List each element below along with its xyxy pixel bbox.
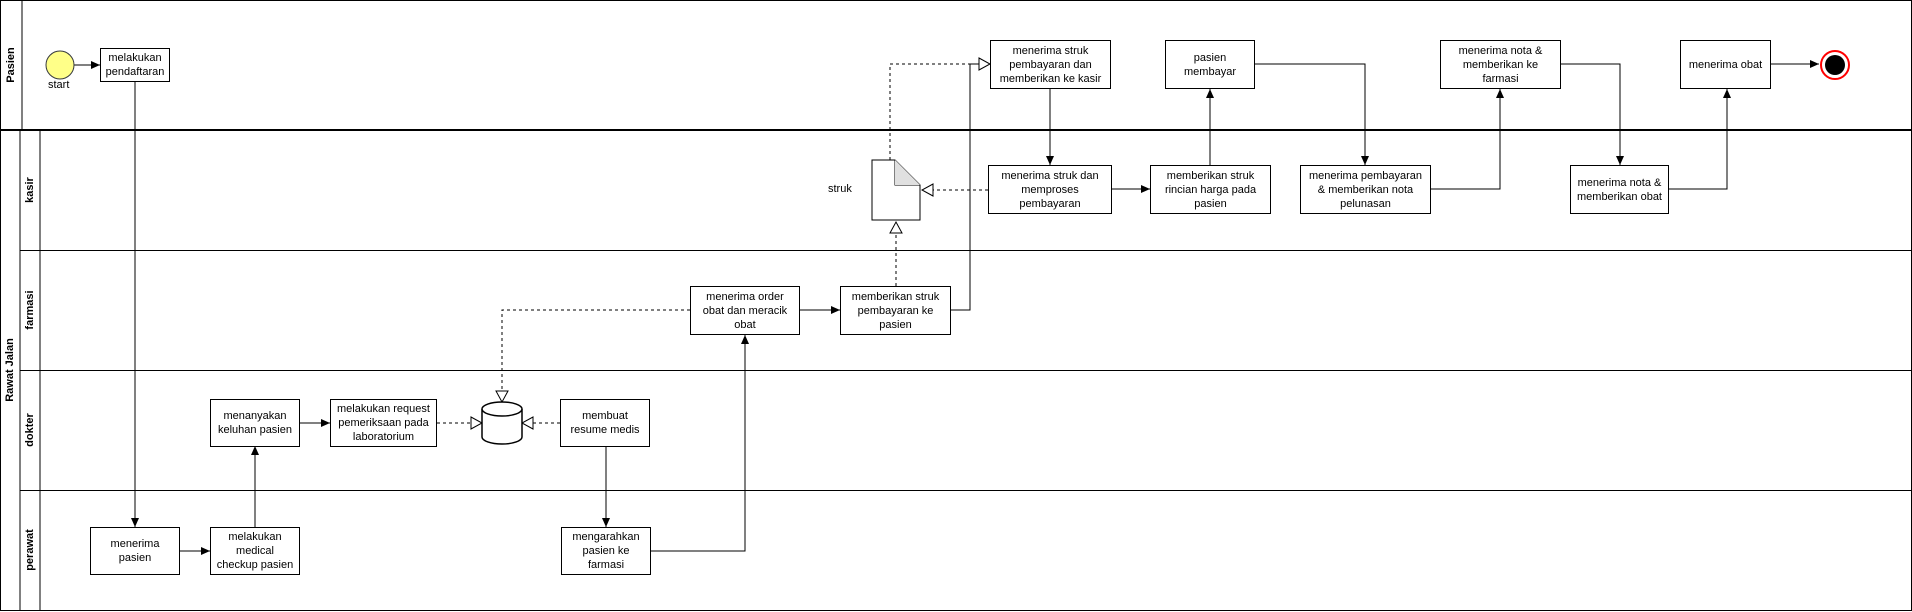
lane-title-kasir: kasir — [24, 177, 36, 203]
task-request-laboratorium: melakukan request pemeriksaan pada labor… — [330, 399, 437, 447]
start-event-label: start — [48, 79, 70, 91]
task-memproses-pembayaran: menerima struk dan memproses pembayaran — [988, 165, 1112, 214]
task-menerima-order-obat: menerima order obat dan meracik obat — [690, 286, 800, 335]
struk-document-icon — [871, 159, 921, 221]
task-menerima-nota-farmasi: menerima nota & memberikan ke farmasi — [1440, 40, 1561, 89]
task-melakukan-pendaftaran: melakukan pendaftaran — [100, 48, 170, 82]
flow-nota-farmasi-to-nota-obat — [1561, 63, 1624, 165]
assoc-order-to-database — [495, 309, 690, 404]
task-memberikan-struk-pasien: memberikan struk pembayaran ke pasien — [840, 286, 951, 335]
task-medical-checkup: melakukan medical checkup pasien — [210, 527, 300, 575]
pool-title-rawat-jalan: Rawat Jalan — [4, 338, 16, 402]
task-menerima-struk-kasir: menerima struk pembayaran dan memberikan… — [990, 40, 1111, 89]
task-menerima-pembayaran: menerima pembayaran & memberikan nota pe… — [1300, 165, 1431, 214]
assoc-struk-to-menerima-struk — [889, 57, 992, 160]
end-event-core — [1825, 55, 1845, 75]
lane-title-farmasi: farmasi — [24, 290, 36, 330]
database-icon — [481, 401, 523, 445]
lane-title-dokter: dokter — [24, 413, 36, 447]
flow-membayar-to-pembayaran — [1255, 63, 1369, 165]
struk-label: struk — [828, 183, 852, 195]
flow-pembayaran-to-nota-farmasi — [1431, 89, 1504, 190]
pool-pasien — [0, 0, 1912, 130]
lane-title-perawat: perawat — [24, 529, 36, 571]
task-mengarahkan-farmasi: mengarahkan pasien ke farmasi — [561, 527, 651, 575]
task-menerima-nota-obat: menerima nota & memberikan obat — [1570, 165, 1669, 214]
start-event — [45, 50, 75, 80]
task-menanyakan-keluhan: menanyakan keluhan pasien — [210, 399, 300, 447]
task-resume-medis: membuat resume medis — [560, 399, 650, 447]
flow-mengarahkan-to-order — [651, 335, 749, 552]
flow-struk-pasien-to-menerima-struk — [951, 60, 990, 311]
task-menerima-pasien: menerima pasien — [90, 527, 180, 575]
task-memberikan-struk-rincian: memberikan struk rincian harga pada pasi… — [1150, 165, 1271, 214]
flow-nota-obat-to-obat — [1669, 89, 1731, 190]
task-menerima-obat: menerima obat — [1680, 40, 1771, 89]
pool-title-pasien: Pasien — [5, 47, 17, 83]
task-pasien-membayar: pasien membayar — [1165, 40, 1255, 89]
